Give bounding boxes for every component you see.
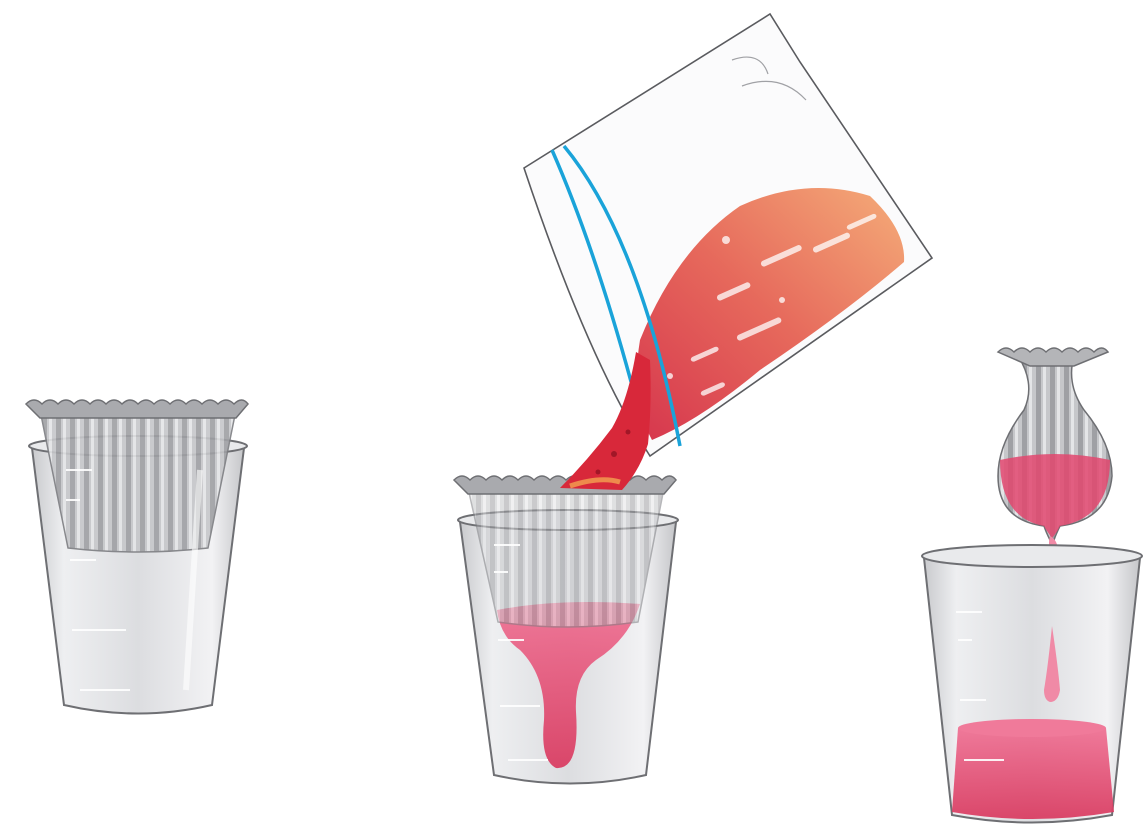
- filter-3-liquid: [1000, 454, 1110, 538]
- filter-1-rim: [26, 400, 248, 418]
- filter-1-body: [40, 410, 236, 552]
- cup-3-rim: [922, 545, 1142, 567]
- cup-3-liquid-surface: [958, 719, 1106, 737]
- filter-3-crimped-top: [998, 348, 1108, 366]
- filter-2-body: [468, 488, 664, 627]
- step-2-pouring: [454, 14, 932, 784]
- step-1-cup-with-filter: [26, 400, 248, 714]
- step-3-squeezing: [922, 348, 1142, 823]
- cup-3-liquid: [952, 728, 1114, 819]
- zip-bag: [524, 14, 932, 490]
